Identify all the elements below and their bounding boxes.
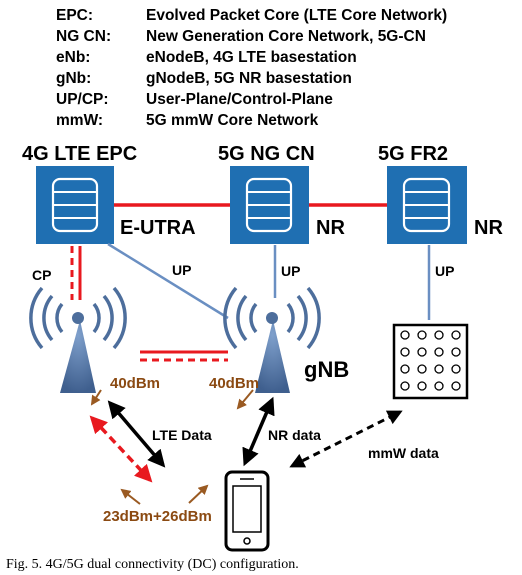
legend-desc-upcp: User-Plane/Control-Plane bbox=[146, 91, 333, 108]
enb-power-arrow bbox=[90, 389, 102, 406]
gnb-power-label: 40dBm bbox=[209, 375, 259, 392]
enb-antenna-icon bbox=[29, 286, 127, 393]
mmw-data-label: mmW data bbox=[368, 445, 439, 461]
legend-desc-gnb: gNodeB, 5G NR basestation bbox=[146, 70, 352, 87]
epc-title: 4G LTE EPC bbox=[22, 143, 137, 165]
ue-power-arrow-left bbox=[120, 488, 141, 505]
mmw-data-arrow bbox=[289, 410, 403, 468]
legend-abbr-epc: EPC: bbox=[56, 7, 93, 24]
ue-power-label: 23dBm+26dBm bbox=[103, 508, 212, 525]
cp-label: CP bbox=[32, 267, 51, 283]
gnb-antenna-icon bbox=[223, 286, 321, 393]
gnb-label: gNB bbox=[304, 357, 349, 382]
nr-label-fr2: NR bbox=[474, 217, 503, 239]
epc-server-icon bbox=[36, 166, 114, 244]
fr2-server-icon bbox=[387, 166, 467, 244]
legend-abbr-mmw: mmW: bbox=[56, 112, 103, 129]
legend-desc-mmw: 5G mmW Core Network bbox=[146, 112, 319, 129]
abbreviation-legend: EPC: Evolved Packet Core (LTE Core Netwo… bbox=[56, 7, 447, 129]
figure-caption: Fig. 5. 4G/5G dual connectivity (DC) con… bbox=[6, 557, 299, 572]
ue-power-arrow-right bbox=[188, 484, 209, 504]
legend-abbr-ngcn: NG CN: bbox=[56, 28, 111, 45]
lte-data-label: LTE Data bbox=[152, 427, 212, 443]
lte-control-arrow bbox=[89, 415, 153, 483]
ngcn-title: 5G NG CN bbox=[218, 143, 315, 165]
legend-abbr-enb: eNb: bbox=[56, 49, 90, 66]
legend-desc-ngcn: New Generation Core Network, 5G-CN bbox=[146, 28, 426, 45]
nr-label-ngcn: NR bbox=[316, 217, 345, 239]
ngcn-server-icon bbox=[230, 166, 309, 244]
gnb-power-arrow bbox=[236, 389, 254, 410]
legend-abbr-upcp: UP/CP: bbox=[56, 91, 109, 108]
legend-desc-epc: Evolved Packet Core (LTE Core Network) bbox=[146, 7, 447, 24]
mmw-antenna-array-icon bbox=[392, 323, 469, 400]
smartphone-icon bbox=[224, 470, 270, 552]
nr-data-label: NR data bbox=[268, 427, 321, 443]
up-label-epc: UP bbox=[172, 262, 191, 278]
up-label-fr2: UP bbox=[435, 263, 454, 279]
eutra-label: E-UTRA bbox=[120, 217, 196, 239]
nr-data-arrow bbox=[242, 396, 275, 467]
enb-power-label: 40dBm bbox=[110, 375, 160, 392]
legend-desc-enb: eNodeB, 4G LTE basestation bbox=[146, 49, 357, 66]
up-label-ngcn: UP bbox=[281, 263, 300, 279]
legend-abbr-gnb: gNb: bbox=[56, 70, 91, 87]
up-link-epc-gnb bbox=[107, 242, 229, 320]
fr2-title: 5G FR2 bbox=[378, 143, 448, 165]
